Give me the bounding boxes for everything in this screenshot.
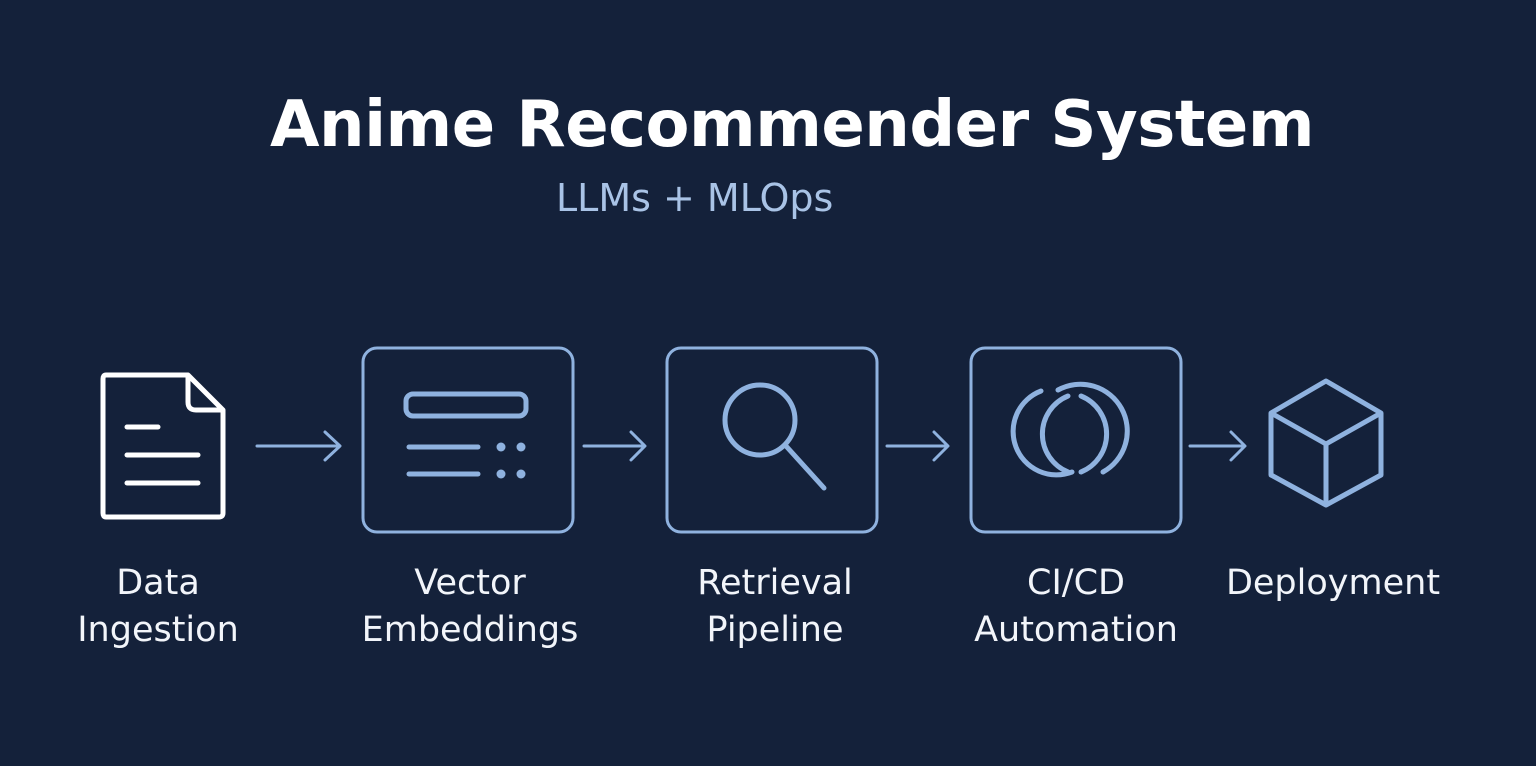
- step-label-line: Data: [116, 563, 200, 603]
- arrow-right-icon: [885, 430, 950, 462]
- step-label-line: Ingestion: [77, 610, 239, 650]
- step-label-line: Automation: [974, 610, 1178, 650]
- step-label-line: CI/CD: [1027, 563, 1125, 603]
- step-label-cicd-automation: CI/CD Automation: [926, 560, 1226, 654]
- step-label-retrieval-pipeline: Retrieval Pipeline: [625, 560, 925, 654]
- step-label-vector-embeddings: Vector Embeddings: [320, 560, 620, 654]
- step-label-deployment: Deployment: [1183, 560, 1483, 607]
- diagram-title: Anime Recommender System: [270, 88, 1315, 162]
- step-label-line: Vector: [414, 563, 526, 603]
- search-icon: [665, 346, 879, 534]
- loop-icon: [969, 346, 1183, 534]
- arrow-right-icon: [582, 430, 647, 462]
- cube-icon: [1268, 378, 1384, 508]
- arrow-right-icon: [255, 430, 342, 462]
- step-label-line: Retrieval: [697, 563, 853, 603]
- step-label-line: Deployment: [1225, 563, 1441, 603]
- list-icon: [361, 346, 575, 534]
- step-label-line: Pipeline: [706, 610, 844, 650]
- step-label-line: Embeddings: [361, 610, 579, 650]
- step-label-data-ingestion: Data Ingestion: [8, 560, 308, 654]
- diagram-subtitle: LLMs + MLOps: [556, 176, 834, 220]
- arrow-right-icon: [1188, 430, 1247, 462]
- document-icon: [100, 372, 226, 520]
